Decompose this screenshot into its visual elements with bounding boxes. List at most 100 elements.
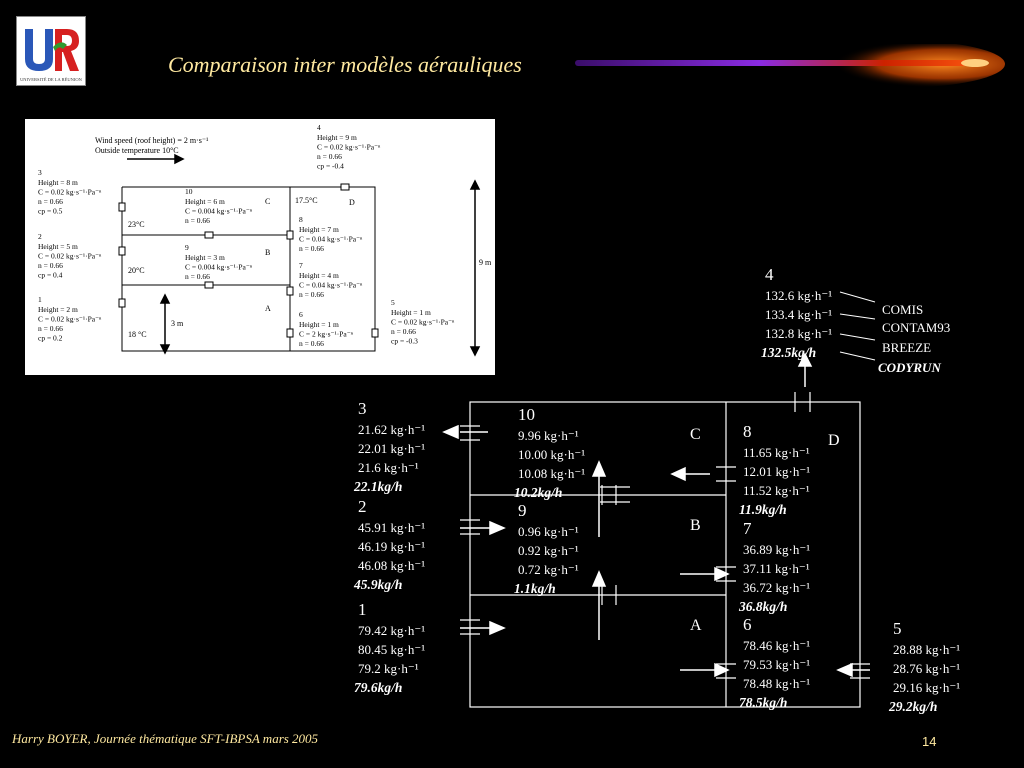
result-opening-5-number: 5 [893, 619, 902, 638]
result-opening-4-codyrun: 132.5kg/h [761, 345, 816, 360]
building-schematic-figure: Wind speed (roof height) = 2 m·s⁻¹ Outsi… [25, 119, 495, 375]
opening-7-param: C = 0.04 kg·s⁻¹·Pa⁻ⁿ [299, 281, 363, 290]
opening-3-param: n = 0.66 [38, 197, 63, 206]
opening-8-param: Height = 7 m [299, 225, 339, 234]
result-opening-3-value: 21.62 kg·h⁻¹ [358, 422, 425, 437]
result-opening-8-number: 8 [743, 422, 752, 441]
room-c-label: C [690, 426, 701, 443]
temp-room-d: 17.5°C [295, 196, 318, 205]
result-opening-10-value: 10.00 kg·h⁻¹ [518, 447, 585, 462]
legend-contam93: CONTAM93 [882, 320, 950, 335]
opening-1-param: C = 0.02 kg·s⁻¹·Pa⁻ⁿ [38, 315, 102, 324]
result-opening-2-number: 2 [358, 497, 367, 516]
opening-3-number: 3 [38, 168, 42, 177]
result-opening-8-codyrun: 11.9kg/h [739, 502, 787, 517]
opening-7-number: 7 [299, 261, 303, 270]
result-opening-6-value: 78.48 kg·h⁻¹ [743, 676, 810, 691]
opening-8-param: n = 0.66 [299, 244, 324, 253]
result-opening-2-value: 45.91 kg·h⁻¹ [358, 520, 425, 535]
legend-codyrun: CODYRUN [878, 360, 941, 375]
result-opening-1-value: 79.42 kg·h⁻¹ [358, 623, 425, 638]
opening-10-param: Height = 6 m [185, 197, 225, 206]
result-opening-7-value: 37.11 kg·h⁻¹ [743, 561, 810, 576]
result-opening-6-value: 79.53 kg·h⁻¹ [743, 657, 810, 672]
opening-5-param: C = 0.02 kg·s⁻¹·Pa⁻ⁿ [391, 318, 455, 327]
result-opening-5-value: 29.16 kg·h⁻¹ [893, 680, 960, 695]
result-opening-1-value: 80.45 kg·h⁻¹ [358, 642, 425, 657]
room-a-label: A [265, 304, 271, 313]
opening-9-param: Height = 3 m [185, 253, 225, 262]
opening-2-param: cp = 0.4 [38, 271, 63, 280]
result-opening-1-codyrun: 79.6kg/h [354, 680, 402, 695]
room-d-label: D [828, 432, 840, 449]
result-opening-7-number: 7 [743, 519, 752, 538]
temp-room-c: 23°C [128, 220, 145, 229]
page-number: 14 [922, 734, 937, 749]
opening-6-number: 6 [299, 310, 303, 319]
result-opening-1-value: 79.2 kg·h⁻¹ [358, 661, 419, 676]
result-opening-3-number: 3 [358, 399, 367, 418]
result-opening-8-value: 11.52 kg·h⁻¹ [743, 483, 810, 498]
opening-6-param: C = 2 kg·s⁻¹·Pa⁻ⁿ [299, 330, 354, 339]
result-opening-5-codyrun: 29.2kg/h [888, 699, 937, 714]
opening-10-param: C = 0.004 kg·s⁻¹·Pa⁻ⁿ [185, 207, 253, 216]
opening-7-param: Height = 4 m [299, 271, 339, 280]
result-opening-4-number: 4 [765, 265, 774, 284]
opening-5-param: n = 0.66 [391, 327, 416, 336]
temp-room-b: 20°C [128, 266, 145, 275]
outside-temp-label: Outside temperature 10°C [95, 146, 179, 155]
opening-8-number: 8 [299, 215, 303, 224]
room-d-label: D [349, 198, 355, 207]
result-opening-5-value: 28.88 kg·h⁻¹ [893, 642, 960, 657]
result-opening-2-codyrun: 45.9kg/h [353, 577, 402, 592]
room-b-label: B [690, 517, 701, 534]
result-opening-3-value: 22.01 kg·h⁻¹ [358, 441, 425, 456]
opening-5-param: Height = 1 m [391, 308, 431, 317]
result-opening-10-value: 10.08 kg·h⁻¹ [518, 466, 585, 481]
opening-4-param: n = 0.66 [317, 152, 342, 161]
opening-3-param: C = 0.02 kg·s⁻¹·Pa⁻ⁿ [38, 188, 102, 197]
legend-comis: COMIS [882, 302, 923, 317]
result-opening-8-value: 11.65 kg·h⁻¹ [743, 445, 810, 460]
opening-9-param: n = 0.66 [185, 272, 210, 281]
opening-6-param: n = 0.66 [299, 339, 324, 348]
height-9m-label: 9 m [479, 258, 492, 267]
opening-10-number: 10 [185, 187, 193, 196]
result-opening-6-codyrun: 78.5kg/h [739, 695, 787, 710]
result-opening-10-codyrun: 10.2kg/h [514, 485, 562, 500]
result-opening-6-number: 6 [743, 615, 752, 634]
opening-3-param: cp = 0.5 [38, 207, 63, 216]
opening-1-param: cp = 0.2 [38, 334, 63, 343]
opening-5-param: cp = -0.3 [391, 337, 418, 346]
result-opening-6-value: 78.46 kg·h⁻¹ [743, 638, 810, 653]
opening-2-param: Height = 5 m [38, 242, 78, 251]
title-bar-decoration [575, 44, 1005, 88]
temp-room-a: 18 °C [128, 330, 147, 339]
opening-3-param: Height = 8 m [38, 178, 78, 187]
result-opening-9-codyrun: 1.1kg/h [514, 581, 556, 596]
opening-10-param: n = 0.66 [185, 216, 210, 225]
result-opening-9-number: 9 [518, 501, 527, 520]
opening-4-param: Height = 9 m [317, 133, 357, 142]
opening-9-param: C = 0.004 kg·s⁻¹·Pa⁻ⁿ [185, 263, 253, 272]
opening-1-number: 1 [38, 295, 42, 304]
opening-8-param: C = 0.04 kg·s⁻¹·Pa⁻ⁿ [299, 235, 363, 244]
opening-7-param: n = 0.66 [299, 290, 324, 299]
result-opening-3-codyrun: 22.1kg/h [353, 479, 402, 494]
opening-1-param: Height = 2 m [38, 305, 78, 314]
result-opening-9-value: 0.96 kg·h⁻¹ [518, 524, 579, 539]
result-opening-4-value: 132.6 kg·h⁻¹ [765, 288, 832, 303]
result-opening-3-value: 21.6 kg·h⁻¹ [358, 460, 419, 475]
height-3m-label: 3 m [171, 319, 184, 328]
result-opening-7-codyrun: 36.8kg/h [738, 599, 787, 614]
room-c-label: C [265, 197, 270, 206]
university-logo: UNIVERSITÉ DE LA RÉUNION [16, 16, 86, 86]
opening-5-number: 5 [391, 298, 395, 307]
result-opening-8-value: 12.01 kg·h⁻¹ [743, 464, 810, 479]
result-opening-10-value: 9.96 kg·h⁻¹ [518, 428, 579, 443]
room-a-label: A [690, 617, 702, 634]
opening-6-param: Height = 1 m [299, 320, 339, 329]
opening-4-param: C = 0.02 kg·s⁻¹·Pa⁻ⁿ [317, 143, 381, 152]
result-opening-9-value: 0.92 kg·h⁻¹ [518, 543, 579, 558]
